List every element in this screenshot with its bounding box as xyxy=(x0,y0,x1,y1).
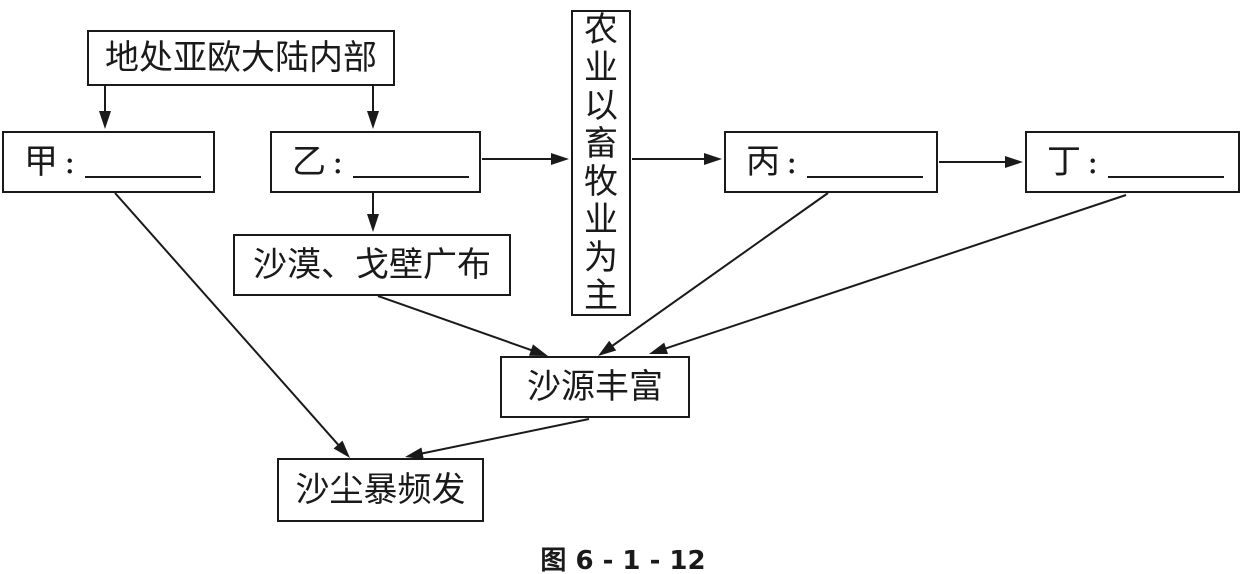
arrow-location-to-yi xyxy=(367,86,379,129)
node-yi-label: 乙 xyxy=(292,142,326,182)
node-bing: 丙 : xyxy=(724,131,938,193)
arrow-bing-to-ding xyxy=(939,156,1023,168)
node-ding-label: 丁 xyxy=(1047,142,1081,182)
figure-caption: 图 6 - 1 - 12 xyxy=(540,546,706,574)
node-location-text: 地处亚欧大陆内部 xyxy=(105,38,377,78)
node-jia: 甲 : xyxy=(2,131,215,193)
node-ding: 丁 : xyxy=(1025,131,1240,193)
node-sandstorm: 沙尘暴频发 xyxy=(277,458,484,522)
node-agriculture-char: 畜 xyxy=(584,124,618,164)
node-yi-blank xyxy=(353,146,470,178)
arrow-desert-to-sand-source xyxy=(377,295,548,356)
node-bing-label: 丙 xyxy=(746,142,780,182)
node-bing-blank xyxy=(807,146,924,178)
node-location: 地处亚欧大陆内部 xyxy=(87,30,395,86)
node-jia-label: 甲 xyxy=(24,142,58,182)
node-agriculture-char: 为 xyxy=(584,238,618,278)
node-agriculture-char: 业 xyxy=(584,200,618,240)
node-sand-source-text: 沙源丰富 xyxy=(527,367,663,407)
node-agriculture-vertical: 农 业 以 畜 牧 业 为 主 xyxy=(571,10,631,316)
node-yi-separator: : xyxy=(332,142,344,182)
node-agriculture-char: 牧 xyxy=(584,162,618,202)
node-agriculture-char: 农 xyxy=(584,10,618,50)
node-ding-blank xyxy=(1108,146,1225,178)
node-bing-separator: : xyxy=(786,142,798,182)
node-sandstorm-text: 沙尘暴频发 xyxy=(295,470,466,510)
arrow-yi-to-desert xyxy=(367,193,379,232)
node-jia-blank xyxy=(85,146,202,178)
node-desert-text: 沙漠、戈壁广布 xyxy=(253,245,491,285)
arrow-sand-source-to-sandstorm xyxy=(405,418,590,460)
arrow-bing-to-sand-source xyxy=(598,192,829,356)
node-agriculture-char: 以 xyxy=(584,86,618,126)
node-ding-separator: : xyxy=(1087,142,1099,182)
arrow-ding-to-sand-source xyxy=(649,194,1127,354)
arrow-jia-to-sandstorm xyxy=(114,192,350,458)
arrow-yi-to-agriculture xyxy=(482,153,569,165)
arrow-agriculture-to-bing xyxy=(632,153,722,165)
node-sand-source: 沙源丰富 xyxy=(500,356,690,418)
arrow-location-to-jia xyxy=(99,86,111,129)
node-agriculture-char: 业 xyxy=(584,48,618,88)
node-yi: 乙 : xyxy=(270,131,481,193)
node-jia-separator: : xyxy=(64,142,76,182)
node-desert: 沙漠、戈壁广布 xyxy=(233,234,511,296)
node-agriculture-char: 主 xyxy=(584,276,618,316)
